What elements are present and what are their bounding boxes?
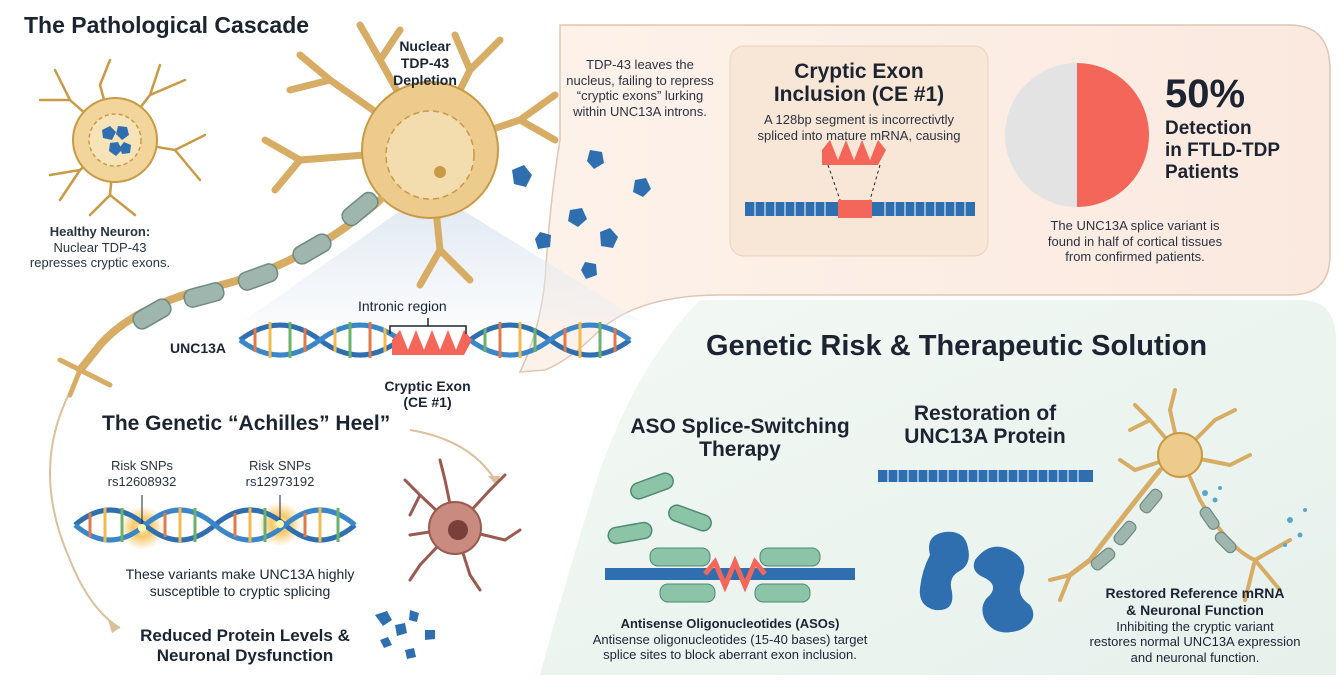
sick-neuron [403, 458, 522, 592]
leaves-line1: TDP-43 leaves the [586, 57, 694, 72]
detection-desc2: found in half of cortical tissues [1047, 233, 1223, 249]
protein-fragments [375, 610, 435, 659]
detection-line3: Patients [1165, 161, 1239, 183]
flow-arrow-right [409, 429, 496, 481]
flow-arrow-left [49, 391, 121, 629]
mrna-inclusion [745, 140, 975, 218]
leaves-line3: “cryptic exons” lurking [576, 88, 704, 104]
scattered-tdp43 [512, 150, 651, 279]
reduced-label: Reduced Protein Levels & Neuronal Dysfun… [130, 626, 360, 667]
healthy-neuron [38, 58, 207, 217]
detection-pie [1005, 63, 1149, 207]
aso-title1: ASO Splice-Switching [630, 415, 850, 438]
inclusion-title1: Cryptic Exon [794, 60, 924, 83]
cryptic-exon-label: Cryptic Exon (CE #1) [370, 378, 485, 410]
cryptic-line2: (CE #1) [403, 394, 452, 411]
cryptic-line1: Cryptic Exon [384, 378, 471, 394]
genetic-desc2: susceptible to cryptic splicing [149, 582, 331, 599]
inclusion-title2: Inclusion (CE #1) [773, 83, 945, 107]
reduced-line2: Neuronal Dysfunction [156, 646, 334, 666]
genetic-desc: These variants make UNC13A highly suscep… [100, 566, 380, 600]
snp2-id: rs12973192 [245, 473, 315, 489]
depletion-line1: Nuclear [399, 38, 451, 54]
healthy-neuron-caption: Healthy Neuron: Nuclear TDP-43 represses… [10, 224, 190, 271]
restored-desc1: Inhibiting the cryptic variant [1116, 618, 1274, 634]
restored-title2: & Neuronal Function [1126, 601, 1264, 618]
restored-desc2: restores normal UNC13A expression [1089, 634, 1301, 650]
detection-line1: Detection [1165, 118, 1252, 139]
pie-slice-filled [1077, 63, 1149, 207]
healthy-heading: Healthy Neuron: [49, 224, 151, 239]
snp1-heading: Risk SNPs [110, 458, 174, 473]
restore-title: Restoration of UNC13A Protein [880, 402, 1090, 448]
detection-desc1: The UNC13A splice variant is [1050, 218, 1220, 233]
myelin-sheath [132, 191, 379, 330]
aso-desc2: splice sites to block aberrant exon incl… [603, 647, 857, 663]
aso-desc1: Antisense oligonucleotides (15-40 bases)… [592, 631, 868, 647]
cascade-title: The Pathological Cascade [24, 12, 310, 38]
aso-molecules [607, 472, 712, 545]
aso-title2: Therapy [699, 438, 781, 462]
reduced-line1: Reduced Protein Levels & [140, 626, 350, 645]
gene-label: UNC13A [170, 340, 227, 356]
snp-helix [73, 495, 357, 550]
depletion-label: Nuclear TDP-43 Depletion [380, 38, 470, 88]
leaves-line4: within UNC13A introns. [573, 103, 707, 119]
unc13a-helix [238, 318, 632, 358]
leaves-caption: TDP-43 leaves the nucleus, failing to re… [540, 57, 740, 119]
detection-desc: The UNC13A splice variant is found in ha… [1020, 218, 1250, 265]
restored-mrna [878, 470, 1093, 482]
inclusion-desc: A 128bp segment is incorrectivtly splice… [730, 112, 988, 143]
solution-panel-bg [540, 300, 1336, 675]
healthy-line1: Nuclear TDP-43 [53, 239, 147, 255]
restore-title1: Restoration of [913, 402, 1057, 425]
aso-mrna [605, 547, 855, 603]
depletion-line2: TDP-43 [400, 54, 450, 71]
restored-title1: Restored Reference mRNA [1105, 585, 1285, 601]
leaves-line2: nucleus, failing to repress [566, 72, 714, 88]
restore-title2: UNC13A Protein [904, 425, 1066, 449]
intronic-label: Intronic region [358, 298, 447, 314]
genetic-title: The Genetic “Achilles” Heel” [102, 412, 391, 435]
detection-desc3: from confirmed patients. [1065, 249, 1205, 265]
depletion-line3: Depletion [393, 71, 457, 88]
solution-title: Genetic Risk & Therapeutic Solution [706, 330, 1208, 362]
aso-title: ASO Splice-Switching Therapy [615, 415, 865, 461]
cryptic-exon-mark [392, 330, 472, 355]
snp2-heading: Risk SNPs [248, 458, 312, 473]
aso-caption: Antisense Oligonucleotides (ASOs) Antise… [575, 616, 885, 663]
genetic-desc1: These variants make UNC13A highly [125, 566, 355, 582]
detection-percent: 50% [1165, 72, 1246, 116]
detection-line2: in FTLD-TDP [1165, 139, 1281, 161]
snp1-id: rs12608932 [107, 473, 177, 489]
healthy-line2: represses cryptic exons. [29, 255, 171, 271]
restored-myelin [1090, 488, 1237, 571]
snp2-label: Risk SNPs rs12973192 [230, 458, 330, 489]
large-neuron-dendrites [261, 21, 559, 289]
restored-vesicles [1202, 486, 1307, 547]
axon-terminal [57, 357, 113, 398]
inclusion-title: Cryptic Exon Inclusion (CE #1) [730, 60, 988, 106]
inclusion-line1: A 128bp segment is incorrectivtly [763, 112, 955, 127]
unc13a-protein [919, 531, 1034, 633]
restored-desc3: and neuronal function. [1130, 649, 1260, 665]
restored-caption: Restored Reference mRNA & Neuronal Funct… [1085, 585, 1305, 665]
tdp43-cluster [102, 126, 131, 156]
detection-label: Detection in FTLD-TDP Patients [1165, 118, 1280, 184]
inclusion-line2: spliced into mature mRNA, causing [757, 127, 961, 143]
snp1-label: Risk SNPs rs12608932 [92, 458, 192, 489]
aso-caption-heading: Antisense Oligonucleotides (ASOs) [620, 616, 840, 631]
